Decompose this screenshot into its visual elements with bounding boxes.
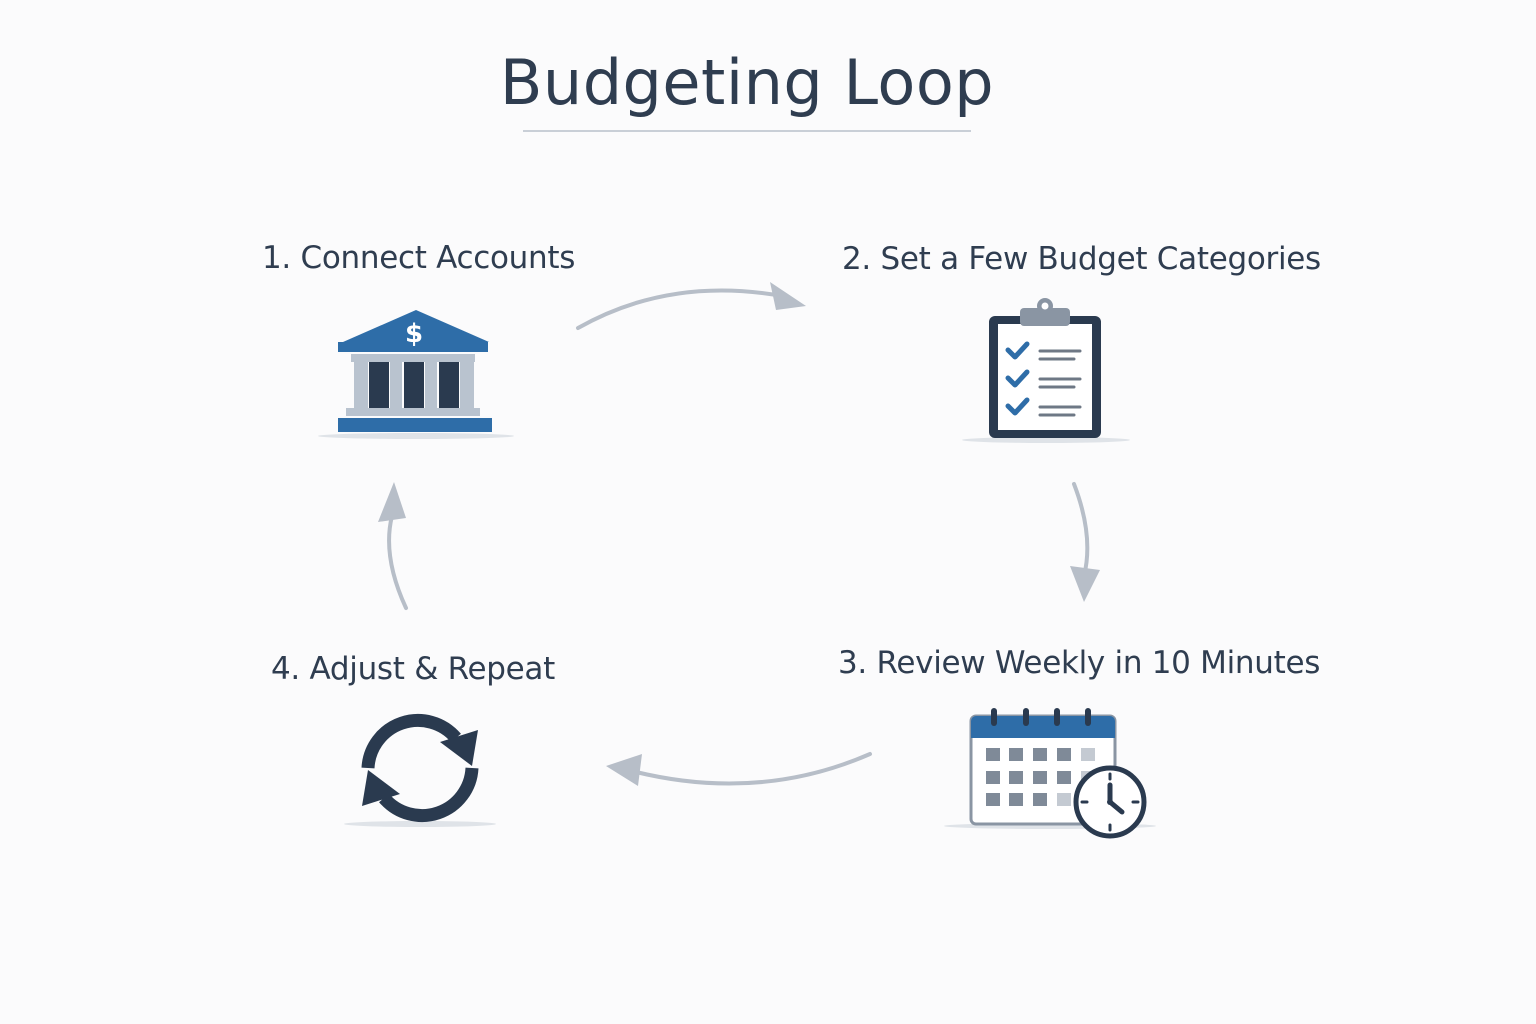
arrow-step3-to-step4 xyxy=(600,744,878,800)
step-1-label: 1. Connect Accounts xyxy=(262,240,576,276)
arrow-step1-to-step2 xyxy=(570,276,820,342)
step-4-label: 4. Adjust & Repeat xyxy=(271,651,555,687)
arrow-step2-to-step3 xyxy=(1060,476,1114,612)
step-3-label: 3. Review Weekly in 10 Minutes xyxy=(838,645,1321,681)
bank-icon: $ xyxy=(316,300,516,442)
refresh-cycle-icon xyxy=(344,708,500,832)
step-2-label: 2. Set a Few Budget Categories xyxy=(842,241,1321,277)
clipboard-checklist-icon xyxy=(962,296,1132,446)
bank-dollar-sign: $ xyxy=(405,319,423,349)
calendar-clock-icon xyxy=(944,706,1164,842)
diagram-title: Budgeting Loop xyxy=(499,46,995,119)
arrow-step4-to-step1 xyxy=(370,476,424,620)
title-underline xyxy=(523,130,971,132)
